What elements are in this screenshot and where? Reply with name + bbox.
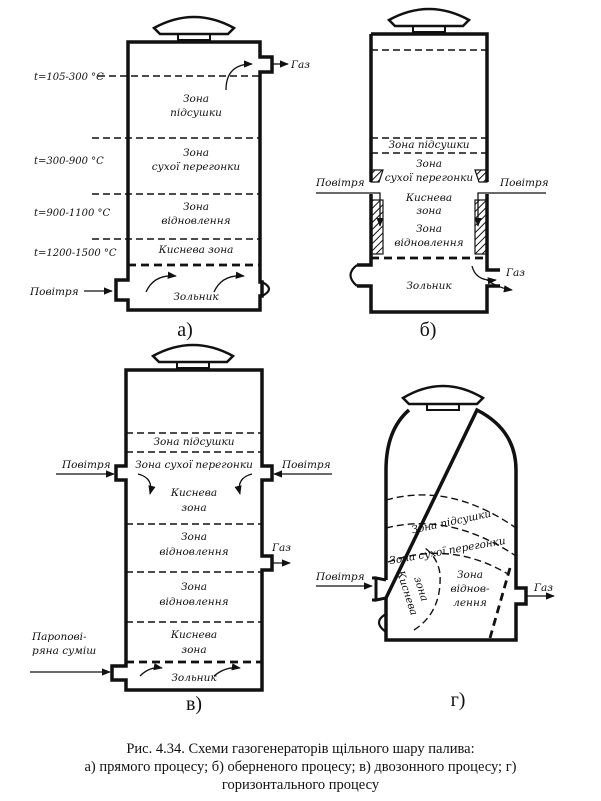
ash-pit-a: Зольник <box>173 291 219 303</box>
grate-d <box>488 567 512 639</box>
label-a: а) <box>177 319 193 341</box>
zone-drying-d: Зона підсушки <box>410 508 492 537</box>
air-flow-c-left <box>137 473 156 495</box>
zone-reduction-c-1-line2: відновлення <box>159 546 228 558</box>
air-label-a: Повітря <box>29 286 79 298</box>
loading-hatch-b <box>386 7 472 33</box>
air-label-b-right: Повітря <box>499 177 549 189</box>
steam-air-label-c-line2: ряна суміш <box>32 645 96 657</box>
gas-label-c: Газ <box>271 542 291 554</box>
caption-line-2: а) прямого процесу; б) оберненого процес… <box>84 759 517 775</box>
zone-distill-d: Зона сухої перегонки <box>388 535 506 567</box>
ash-pit-c: Зольник <box>171 672 217 684</box>
zone-distill-b-line1: Зона <box>416 158 442 170</box>
zone-drying-b: Зона підсушки <box>388 139 469 151</box>
figure-caption: Рис. 4.34. Схеми газогенераторів щільног… <box>0 740 601 794</box>
caption-line-3: горизонтального процесу <box>221 777 380 793</box>
zone-oxygen-c-bottom-line2: зона <box>181 644 206 656</box>
tuyere-b-right-top <box>474 169 488 183</box>
loading-hatch-d <box>400 384 486 411</box>
body-wall-c <box>110 368 274 692</box>
zone-drying-a-line2: підсушки <box>170 107 222 119</box>
temp-label-a-1: t=105-300 °C <box>34 72 104 83</box>
zone-reduction-a-line1: Зона <box>183 201 209 213</box>
temp-label-a-4: t=1200-1500 °C <box>34 248 117 259</box>
gas-label-b: Газ <box>505 267 525 279</box>
gas-label-d: Газ <box>533 582 553 594</box>
zone-oxygen-c-top-line1: Киснева <box>170 487 217 499</box>
zone-distill-a-line1: Зона <box>183 147 209 159</box>
zone-reduction-c-1-line1: Зона <box>181 531 207 543</box>
caption-line-1: Рис. 4.34. Схеми газогенераторів щільног… <box>126 741 475 757</box>
zone-oxygen-c-bottom-line1: Киснева <box>170 629 217 641</box>
zone-reduction-c-2-line1: Зона <box>181 581 207 593</box>
air-arrow-b-left <box>316 192 384 227</box>
ash-port-a <box>261 281 271 297</box>
gas-label-a: Газ <box>290 59 310 71</box>
air-label-c-right: Повітря <box>281 459 331 471</box>
divider-d-3 <box>387 552 509 575</box>
ash-pit-b: Зольник <box>406 280 452 292</box>
zone-oxygen-b-line1: Киснева <box>405 192 452 204</box>
gas-flow-b <box>471 265 497 285</box>
tuyere-b-left-top <box>370 169 384 183</box>
zone-reduction-d-line1: Зона <box>457 569 483 581</box>
air-flow-a-2 <box>213 271 245 293</box>
air-label-c-left: Повітря <box>61 459 111 471</box>
air-nozzle-d <box>372 576 387 602</box>
label-d: г) <box>451 689 466 711</box>
label-c: в) <box>186 693 202 715</box>
zone-oxygen-c-top-line2: зона <box>181 502 206 514</box>
ash-port-d <box>377 613 387 633</box>
divider-d-2 <box>385 523 517 557</box>
zone-oxygen-a: Киснева зона <box>158 244 234 256</box>
loading-hatch-a <box>151 15 237 41</box>
air-label-b-left: Повітря <box>315 177 365 189</box>
gas-arrow-b <box>486 279 513 293</box>
ash-port-b <box>349 264 358 287</box>
throat-b-left <box>370 199 384 255</box>
gas-flow-a <box>225 60 253 91</box>
diagram-c-two-zone-process: Зона підсушки Зона сухої перегонки Кисне… <box>30 343 332 715</box>
diagram-d-horizontal-process: Зона підсушки Зона сухої перегонки Кисне… <box>315 384 555 711</box>
air-label-d: Повітря <box>315 571 365 583</box>
diagram-a-direct-process: t=105-300 °C t=300-900 °C t=900-1100 °C … <box>29 15 310 341</box>
divider-d-oxygen <box>413 547 441 631</box>
temp-label-a-2: t=300-900 °C <box>34 156 104 167</box>
divider-d-1 <box>385 494 517 529</box>
diagram-b-inverted-process: Зона підсушки Зона сухої перегонки Кисне… <box>315 7 549 341</box>
steam-flow-c-2 <box>213 663 241 677</box>
throat-b-right <box>474 199 488 255</box>
zone-reduction-b-line2: відновлення <box>394 237 463 249</box>
loading-hatch-c <box>150 343 236 369</box>
body-wall-d <box>384 407 528 642</box>
zone-reduction-d-line2: віднов- <box>450 583 489 595</box>
air-flow-a-1 <box>145 271 177 293</box>
air-flow-c-right <box>234 473 253 495</box>
body-wall-a <box>114 40 274 312</box>
zone-drying-c: Зона підсушки <box>153 436 234 448</box>
label-b: б) <box>420 319 437 341</box>
zone-drying-a-line1: Зона <box>183 93 209 105</box>
body-wall-b <box>357 32 500 314</box>
air-arrow-b-right <box>474 192 546 227</box>
steam-flow-c-1 <box>139 663 163 677</box>
temp-label-a-3: t=900-1100 °C <box>34 208 110 219</box>
zone-reduction-d-line3: лення <box>453 597 487 609</box>
zone-distill-b-line2: сухої перегонки <box>385 172 474 184</box>
zone-distill-c: Зона сухої перегонки <box>135 459 253 471</box>
zone-reduction-c-2-line2: відновлення <box>159 596 228 608</box>
zone-distill-a-line2: сухої перегонки <box>152 161 241 173</box>
zone-reduction-b-line1: Зона <box>416 223 442 235</box>
steam-air-label-c-line1: Паропові- <box>31 631 87 643</box>
zone-oxygen-b-line2: зона <box>416 205 441 217</box>
zone-reduction-a-line2: відновлення <box>161 215 230 227</box>
